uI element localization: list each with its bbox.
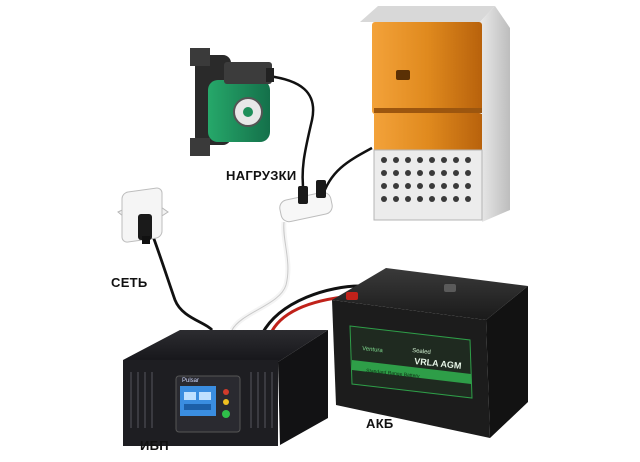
label-loads: НАГРУЗКИ <box>226 168 297 183</box>
label-mains: СЕТЬ <box>111 275 148 290</box>
pump-cable <box>267 74 315 196</box>
mains-cable <box>148 227 214 332</box>
boiler-cable <box>320 146 373 199</box>
label-ups: ИБП <box>140 438 169 453</box>
battery-akb: Ventura Sealed VRLA AGM Standard Range B… <box>332 268 528 438</box>
circulation-pump <box>190 48 274 156</box>
boiler <box>360 6 510 222</box>
wall-socket <box>117 187 169 244</box>
battery-brand: Ventura <box>362 346 384 354</box>
label-battery: АКБ <box>366 416 394 431</box>
extension-cord <box>279 180 333 223</box>
battery-band-text: Standard Range Battery <box>366 368 420 380</box>
ups-unit: Pulsar <box>123 330 328 446</box>
battery-type: VRLA AGM <box>414 356 462 371</box>
battery-series: Sealed <box>412 348 431 356</box>
ups-brand: Pulsar <box>182 378 199 384</box>
